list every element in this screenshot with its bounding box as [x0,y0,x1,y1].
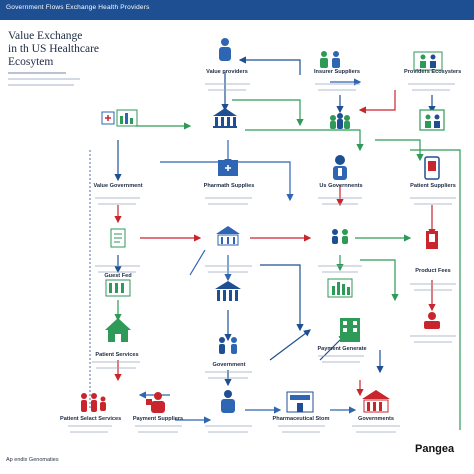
node-label-patient-services: Patient Services [95,352,139,358]
footer-text: Ap endix Genomaties [6,457,59,463]
capitol-icon [215,281,241,301]
brand-logo: Pangea [415,443,455,455]
node-label-governments: Governments [357,416,395,422]
diagram-title: Value Exchange in th US Healthcare Ecosy… [8,30,100,68]
title-underline-3 [8,84,74,86]
bar-chart-icon [327,278,353,298]
patient-care-icon [424,312,440,329]
connector [160,161,294,202]
node-label-payment-suppliers: Payment Suppliers [132,416,184,422]
document-icon [110,228,126,248]
person-icon [219,38,231,61]
title-underline [8,72,66,74]
chart-icon [116,109,138,127]
house-icon [105,318,131,342]
phone-device-icon [424,156,440,180]
node-label-pharma-supplies: Pharmath Supplies [203,183,255,189]
connector [375,139,424,162]
government-icon [219,337,237,354]
hospital-icon [218,160,238,176]
connector [410,149,461,430]
clinic-icon [419,109,445,131]
node-label-pharmaceutical: Pharmaceutical Stom [272,416,330,422]
people-icon [332,229,348,244]
family-red-icon [81,393,106,412]
doctor-blue-icon [221,390,235,413]
connector [232,99,304,127]
doctor-icon [333,155,347,180]
node-label-providers-ecosystem: Providers Ecosysters [404,69,462,75]
family-icon [413,51,443,71]
node-label-us-governments: Us Governnents [319,183,363,189]
office-building-icon [340,318,360,342]
node-label-government: Government [212,362,246,368]
node-label-value-government: Value Government [93,183,143,189]
top-banner-text: Government Flows Exchange Health Provide… [6,4,150,11]
node-label-guest-fed: Guest Fed [104,273,132,279]
node-label-payment-generate: Payment Generate [317,346,367,352]
top-banner: Government Flows Exchange Health Provide… [0,0,474,20]
node-label-product-fees: Product Fees [415,268,451,274]
connector [358,90,396,114]
node-label-patient-suppliers: Patient Suppliers [410,183,456,189]
alert-device-icon [426,231,438,249]
title-underline-2 [8,78,80,80]
connector [269,329,311,361]
node-label-value-providers: Value providers [206,69,248,75]
node-label-insurer-suppliers: Insurer Suppliers [313,69,360,75]
detail-lines [68,83,456,433]
pharmacy-icon [101,111,115,125]
connector [189,249,206,276]
people-group-icon [330,113,350,129]
node-label-patient-select-services: Patient Selact Services [60,416,122,422]
nurse-icon [146,392,165,413]
bank-icon [213,108,237,128]
connector [245,129,364,152]
connector [238,56,301,75]
connector [360,259,399,302]
team-icon [320,51,340,68]
connector [260,264,301,290]
connector-lines [89,56,461,430]
building-icon [105,279,131,297]
government-building-red-icon [362,390,390,413]
pharmacy-building-icon [286,391,314,413]
government-building-icon [216,226,240,246]
